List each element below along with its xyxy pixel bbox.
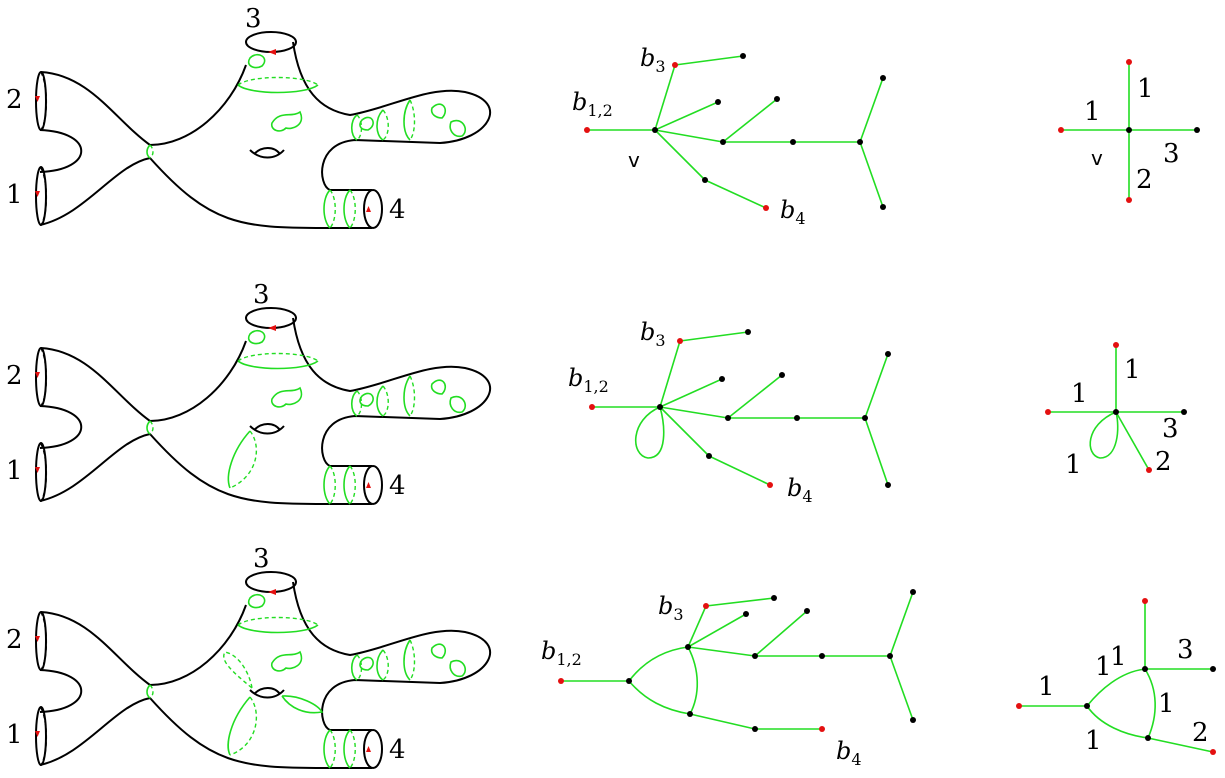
tree-2-label-b4: b4 xyxy=(787,474,813,506)
tree-1-label-b3: b3 xyxy=(640,44,666,76)
tree-1-label-b12: b1,2 xyxy=(572,88,613,120)
star-1-label-top: 1 xyxy=(1137,74,1154,104)
surface-3: 3 2 1 4 xyxy=(6,544,492,769)
surface-2-label-4: 4 xyxy=(389,471,406,501)
tree-1: b3 b1,2 b4 v xyxy=(572,44,886,228)
tree-2: b3 b1,2 b4 xyxy=(568,318,891,506)
surface-1-label-1: 1 xyxy=(6,180,23,210)
star-1-label-left: 1 xyxy=(1084,97,1101,127)
surface-3-label-4: 4 xyxy=(389,735,406,765)
star-3: 1 3 1 1 1 1 2 xyxy=(1016,598,1216,756)
star-2-label-left: 1 xyxy=(1071,379,1088,409)
star-3-label-top: 1 xyxy=(1110,642,1127,672)
surface-1-label-2: 2 xyxy=(6,85,23,115)
surface-1-label-4: 4 xyxy=(389,195,406,225)
star-2-label-top: 1 xyxy=(1124,355,1141,385)
star-1-label-bottom: 2 xyxy=(1136,165,1153,195)
surface-3-label-2: 2 xyxy=(6,625,23,655)
star-3-label-arc-lower: 1 xyxy=(1085,726,1102,756)
star-1-label-v: v xyxy=(1091,146,1103,170)
star-3-label-bottom: 2 xyxy=(1192,718,1209,748)
tree-1-label-b4: b4 xyxy=(780,196,806,228)
star-2-label-right: 3 xyxy=(1162,414,1179,444)
star-3-label-right: 3 xyxy=(1177,635,1194,665)
star-1-label-right: 3 xyxy=(1163,139,1180,169)
star-2: 1 1 3 2 1 xyxy=(1045,342,1187,480)
star-3-label-chord: 1 xyxy=(1158,689,1175,719)
tree-3-label-b3: b3 xyxy=(658,592,684,624)
surface-3-label-3: 3 xyxy=(253,544,270,574)
surface-2: 3 2 1 4 xyxy=(6,280,492,505)
surface-1-label-3: 3 xyxy=(245,4,262,34)
star-1: 1 1 v 3 2 xyxy=(1058,59,1200,203)
star-3-label-arc-upper: 1 xyxy=(1095,652,1112,682)
tree-2-label-b12: b1,2 xyxy=(568,364,609,396)
star-2-label-bottom: 2 xyxy=(1155,447,1172,477)
tree-3: b3 b1,2 b4 xyxy=(541,589,916,769)
surface-3-label-1: 1 xyxy=(6,720,23,750)
tree-2-label-b3: b3 xyxy=(640,318,666,350)
tree-1-label-v: v xyxy=(628,148,640,172)
surface-2-label-2: 2 xyxy=(6,361,23,391)
tree-3-label-b12: b1,2 xyxy=(541,637,582,669)
star-3-label-left: 1 xyxy=(1038,672,1055,702)
surface-2-label-1: 1 xyxy=(6,456,23,486)
surface-1: 3 2 1 4 xyxy=(6,4,492,229)
tree-3-label-b4: b4 xyxy=(836,737,862,769)
star-2-label-loop: 1 xyxy=(1065,450,1082,480)
surface-2-label-3: 3 xyxy=(253,280,270,310)
